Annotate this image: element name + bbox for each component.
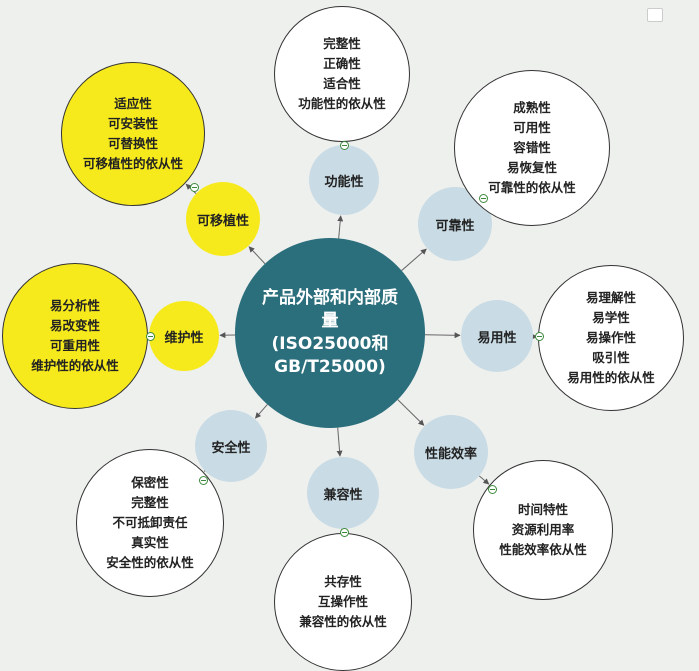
- detail-item: 易理解性: [586, 288, 636, 308]
- detail-item: 易操作性: [586, 328, 636, 348]
- detail-item: 可替换性: [108, 134, 158, 154]
- detail-item: 易改变性: [50, 316, 100, 336]
- collapse-toggle-icon[interactable]: [479, 194, 488, 203]
- detail-reliability[interactable]: 成熟性 可用性 容错性 易恢复性 可靠性的依从性: [454, 70, 610, 226]
- center-line-2: (ISO25000和: [272, 333, 389, 356]
- collapse-toggle-icon[interactable]: [488, 485, 497, 494]
- detail-item: 保密性: [131, 473, 169, 493]
- detail-functional[interactable]: 完整性 正确性 适合性 功能性的依从性: [274, 6, 410, 142]
- collapse-toggle-icon[interactable]: [146, 332, 155, 341]
- detail-item: 资源利用率: [512, 520, 575, 540]
- category-label: 可靠性: [435, 215, 474, 234]
- category-label: 安全性: [211, 437, 250, 456]
- connector-line: [402, 249, 427, 271]
- detail-item: 适应性: [114, 94, 152, 114]
- category-label: 兼容性: [323, 484, 362, 503]
- category-maintainability[interactable]: 维护性: [149, 301, 219, 371]
- detail-item: 容错性: [513, 138, 551, 158]
- category-label: 维护性: [164, 327, 203, 346]
- detail-item: 可靠性的依从性: [488, 178, 576, 198]
- detail-item: 不可抵卸责任: [112, 513, 187, 533]
- collapse-toggle-icon[interactable]: [199, 476, 208, 485]
- collapse-toggle-icon[interactable]: [535, 332, 544, 341]
- detail-item: 易用性的依从性: [567, 368, 655, 388]
- center-node[interactable]: 产品外部和内部质量 (ISO25000和 GB/T25000): [235, 238, 425, 428]
- detail-item: 成熟性: [513, 98, 551, 118]
- detail-item: 安全性的依从性: [106, 553, 194, 573]
- category-efficiency[interactable]: 性能效率: [414, 415, 488, 489]
- detail-usability[interactable]: 易理解性 易学性 易操作性 吸引性 易用性的依从性: [538, 265, 684, 411]
- detail-item: 互操作性: [318, 592, 368, 612]
- connector-line: [255, 404, 267, 418]
- detail-item: 可重用性: [50, 336, 100, 356]
- detail-item: 维护性的依从性: [31, 356, 119, 376]
- collapse-toggle-icon[interactable]: [340, 528, 349, 537]
- connector-line: [425, 335, 460, 336]
- detail-item: 真实性: [131, 533, 169, 553]
- connector-line: [398, 400, 424, 426]
- collapse-toggle-icon[interactable]: [340, 141, 349, 150]
- connector-line: [339, 216, 341, 239]
- detail-maintainability[interactable]: 易分析性 易改变性 可重用性 维护性的依从性: [2, 263, 148, 409]
- center-line-1: 产品外部和内部质量: [255, 287, 405, 333]
- detail-item: 可移植性的依从性: [83, 154, 183, 174]
- detail-item: 共存性: [324, 572, 362, 592]
- collapse-toggle-icon[interactable]: [190, 183, 199, 192]
- category-label: 易用性: [477, 327, 516, 346]
- connector-line: [338, 428, 340, 456]
- connector-line: [249, 247, 265, 264]
- detail-item: 易分析性: [50, 296, 100, 316]
- detail-item: 完整性: [131, 493, 169, 513]
- category-compatibility[interactable]: 兼容性: [307, 457, 379, 529]
- detail-item: 正确性: [323, 54, 361, 74]
- detail-item: 吸引性: [592, 348, 630, 368]
- category-usability[interactable]: 易用性: [461, 300, 533, 372]
- category-label: 功能性: [324, 171, 363, 190]
- center-line-3: GB/T25000): [274, 356, 386, 379]
- category-label: 性能效率: [425, 443, 477, 462]
- detail-item: 完整性: [323, 34, 361, 54]
- detail-portability[interactable]: 适应性 可安装性 可替换性 可移植性的依从性: [61, 62, 205, 206]
- presentation-icon: [647, 8, 663, 22]
- detail-compatibility[interactable]: 共存性 互操作性 兼容性的依从性: [274, 533, 412, 671]
- detail-efficiency[interactable]: 时间特性 资源利用率 性能效率依从性: [473, 460, 613, 600]
- category-functional[interactable]: 功能性: [309, 145, 379, 215]
- detail-item: 时间特性: [518, 500, 568, 520]
- detail-item: 易恢复性: [507, 158, 557, 178]
- detail-security[interactable]: 保密性 完整性 不可抵卸责任 真实性 安全性的依从性: [76, 449, 224, 597]
- detail-item: 功能性的依从性: [298, 94, 386, 114]
- connector-line: [479, 476, 489, 484]
- detail-item: 可用性: [513, 118, 551, 138]
- category-security[interactable]: 安全性: [195, 410, 267, 482]
- category-label: 可移植性: [197, 210, 249, 229]
- detail-item: 适合性: [323, 74, 361, 94]
- category-portability[interactable]: 可移植性: [186, 182, 260, 256]
- detail-item: 可安装性: [108, 114, 158, 134]
- detail-item: 性能效率依从性: [499, 540, 587, 560]
- detail-item: 兼容性的依从性: [299, 612, 387, 632]
- detail-item: 易学性: [592, 308, 630, 328]
